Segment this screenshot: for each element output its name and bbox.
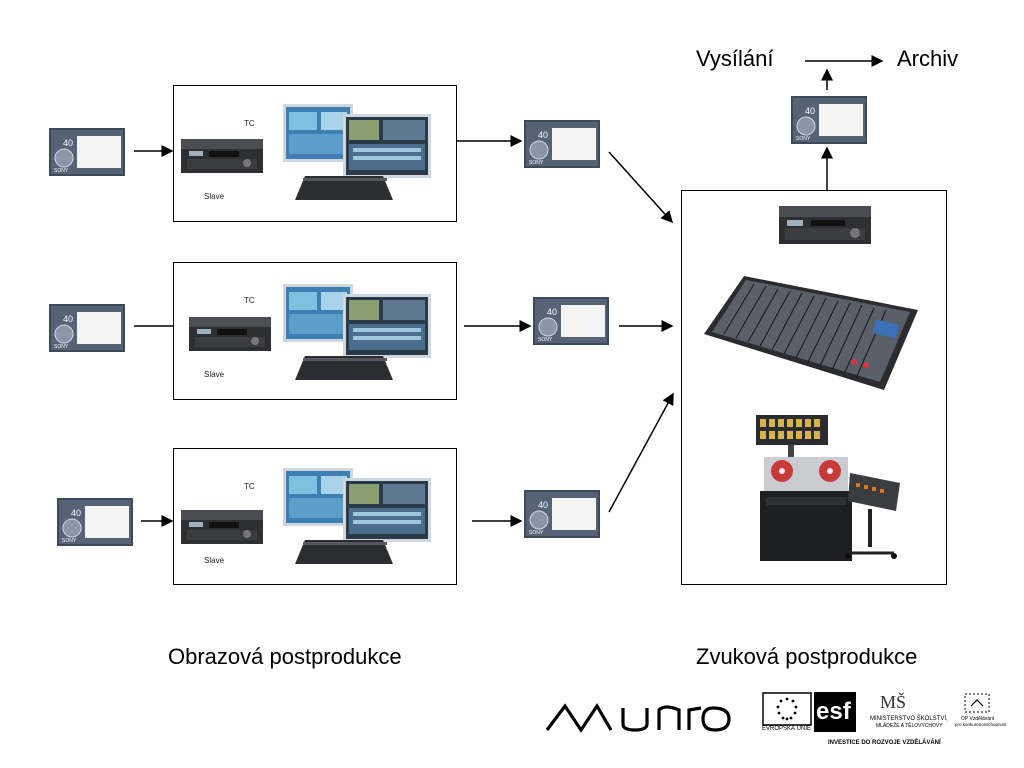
cassette-icon: 40 SONY — [49, 128, 125, 176]
invest-label: INVESTICE DO ROZVOJE VZDĚLÁVÁNÍ — [828, 740, 941, 746]
monitor-workstation-icon — [283, 284, 433, 384]
mixing-console-icon — [704, 272, 918, 392]
cassette-icon: 40 SONY — [533, 297, 609, 345]
tc-label: TC — [244, 119, 255, 128]
vtr-deck-icon — [779, 202, 871, 246]
tc-label: TC — [244, 482, 255, 491]
op-label-2: pro konkurenceschopnost — [955, 722, 1007, 727]
cassette-icon: 40 SONY — [57, 498, 133, 546]
tc-label: TC — [244, 296, 255, 305]
tape-recorder-icon — [752, 413, 902, 563]
vtr-deck-icon — [189, 313, 271, 353]
svg-text:40: 40 — [805, 106, 815, 116]
esf-logo: esf — [814, 692, 856, 732]
op-label: OP Vzdělávání — [961, 716, 995, 722]
monitor-workstation-icon — [283, 104, 433, 204]
svg-text:SONY: SONY — [529, 530, 544, 536]
label-vysilani: Vysílání — [696, 46, 774, 71]
op-logo: OP Vzdělávání pro konkurenceschopnost — [955, 692, 1007, 736]
cassette-icon: 40 SONY — [524, 120, 600, 168]
msmt-label: MINISTERSTVO ŠKOLSTVÍ, — [870, 716, 948, 722]
esf-label: esf — [816, 698, 851, 725]
cassette-icon: 40 SONY — [49, 304, 125, 352]
svg-text:40: 40 — [63, 314, 73, 324]
eu-label: EVROPSKÁ UNIE — [762, 726, 812, 732]
label-audio-postproduction: Zvuková postprodukce — [696, 644, 918, 669]
cassette-icon: 40 SONY — [791, 96, 867, 144]
label-archiv: Archiv — [897, 46, 959, 71]
svg-text:SONY: SONY — [54, 168, 69, 174]
svg-text:40: 40 — [71, 508, 81, 518]
cassette-capacity: 40 — [63, 138, 73, 148]
slave-label: Slave — [204, 370, 225, 379]
label-video-postproduction: Obrazová postprodukce — [168, 644, 402, 669]
svg-text:SONY: SONY — [62, 538, 77, 544]
vtr-deck-icon — [181, 506, 263, 546]
svg-text:SONY: SONY — [538, 337, 553, 343]
arrow-to-audio-1 — [608, 151, 674, 224]
msmt-logo: MŠ MINISTERSTVO ŠKOLSTVÍ, MLÁDEŽE A TĚLO… — [870, 690, 950, 734]
cassette-icon: 40 SONY — [524, 490, 600, 538]
svg-text:SONY: SONY — [796, 136, 811, 142]
svg-text:SONY: SONY — [529, 160, 544, 166]
svg-text:SONY: SONY — [54, 344, 69, 350]
eu-logo: EVROPSKÁ UNIE — [762, 692, 812, 736]
msmt-label-2: MLÁDEŽE A TĚLOVÝCHOVY — [876, 723, 943, 729]
monitor-workstation-icon — [283, 468, 433, 568]
slave-label: Slave — [204, 556, 225, 565]
svg-text:40: 40 — [547, 307, 557, 317]
vtr-deck-icon — [181, 135, 263, 175]
svg-text:40: 40 — [538, 500, 548, 510]
slave-label: Slave — [204, 192, 225, 201]
munro-logo: munro — [545, 700, 731, 734]
arrow-to-audio-3 — [608, 392, 674, 513]
svg-text:MŠ: MŠ — [880, 691, 906, 712]
svg-text:40: 40 — [538, 130, 548, 140]
